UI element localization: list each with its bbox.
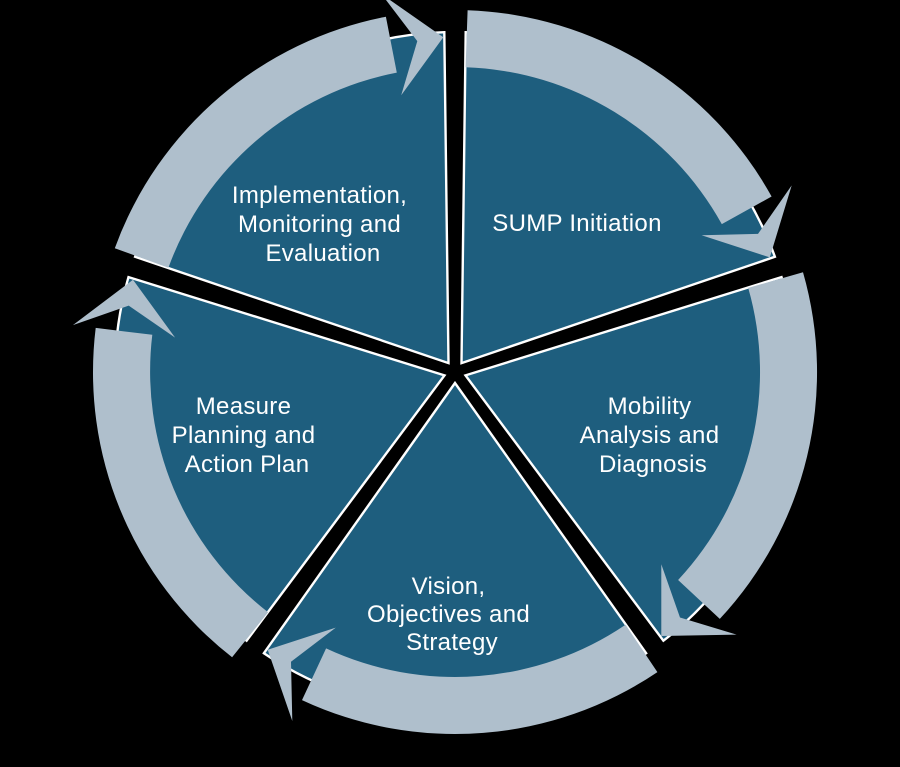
- arrowhead-mobility-to-vision-icon: [661, 564, 737, 636]
- arrowhead-implementation-to-sump-icon: [385, 0, 444, 96]
- segment-label-implementation-monitoring: Implementation, Monitoring and Evaluatio…: [232, 182, 414, 267]
- arrowhead-vision-to-measure-icon: [267, 627, 336, 721]
- arrowhead-sump-to-mobility-icon: [701, 185, 792, 258]
- ring-arc-implementation: [114, 16, 397, 268]
- segment-label-measure-planning: Measure Planning and Action Plan: [172, 393, 323, 478]
- arrowhead-measure-to-implementation-icon: [72, 279, 176, 338]
- segment-label-vision-objectives: Vision, Objectives and Strategy: [367, 573, 537, 656]
- ring-arc-vision: [302, 624, 658, 735]
- segment-label-sump-initiation: SUMP Initiation: [492, 210, 661, 237]
- ring-arc-measure: [92, 327, 269, 658]
- cycle-arrow-ring: [72, 0, 818, 735]
- ring-arc-mobility: [678, 272, 818, 619]
- ring-arc-sump: [465, 10, 772, 225]
- segment-labels: SUMP Initiation Mobility Analysis and Di…: [172, 182, 727, 656]
- segment-label-mobility-analysis: Mobility Analysis and Diagnosis: [580, 393, 727, 478]
